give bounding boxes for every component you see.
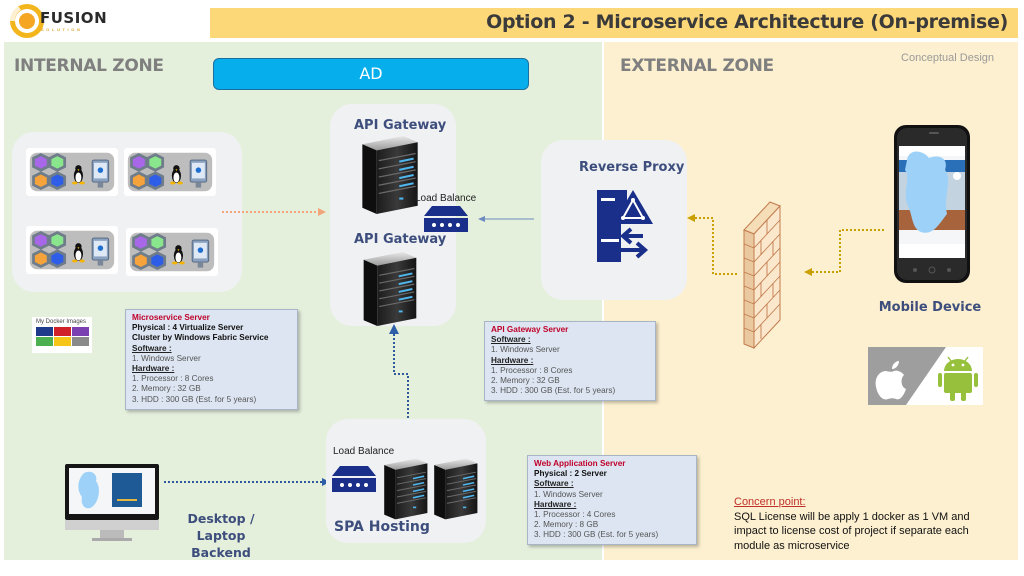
card-title: API Gateway Server — [491, 325, 569, 334]
gateway-load-balancer-icon[interactable] — [424, 206, 468, 232]
docker-node-icon — [126, 150, 214, 194]
platform-badges — [868, 347, 983, 405]
docker-node[interactable] — [26, 148, 118, 196]
docker-image-swatch — [72, 327, 89, 336]
docker-to-gateway-arrow — [222, 208, 326, 216]
software-item: 1. Windows Server — [534, 489, 603, 499]
concern-text: SQL License will be apply 1 docker as 1 … — [734, 510, 970, 552]
firewall-to-proxy-arrow — [687, 214, 737, 275]
api-gateway-2-server-icon[interactable] — [358, 250, 420, 328]
internal-zone-label: INTERNAL ZONE — [14, 56, 164, 76]
software-heading: Software : — [491, 335, 531, 345]
reverse-proxy-icon[interactable] — [593, 184, 655, 264]
spa-load-balancer-icon[interactable] — [332, 466, 376, 492]
docker-image-swatch — [36, 337, 53, 346]
hardware-item: 2. Memory : 8 GB — [534, 520, 599, 530]
card-line: Physical : 4 Virtualize Server — [132, 323, 244, 333]
hardware-item: 3. HDD : 300 GB (Est. for 5 years) — [132, 394, 257, 404]
desktop-label-line1: Desktop / Laptop — [187, 511, 255, 543]
docker-node[interactable] — [126, 228, 218, 276]
logo-subtext: SOLUTION — [41, 27, 83, 32]
card-title: Microservice Server — [132, 313, 210, 322]
software-item: 1. Windows Server — [491, 345, 560, 355]
desktop-label: Desktop / Laptop Backend — [166, 510, 276, 561]
mobile-device-label: Mobile Device — [878, 300, 982, 315]
software-item: 1. Windows Server — [132, 353, 201, 363]
docker-node-icon — [28, 150, 116, 194]
external-zone-label: EXTERNAL ZONE — [620, 56, 774, 76]
docker-images-legend: My Docker Images — [32, 317, 92, 353]
logo-text: FUSION — [40, 9, 108, 27]
ad-bar[interactable]: AD — [213, 58, 529, 90]
docker-image-swatch — [72, 337, 89, 346]
concern-note: Concern point: SQL License will be apply… — [734, 495, 1004, 553]
hardware-item: 3. HDD : 300 GB (Est. for 5 years) — [534, 530, 659, 540]
docker-image-swatch — [54, 327, 71, 336]
software-heading: Software : — [534, 479, 574, 489]
desktop-monitor-icon[interactable] — [64, 463, 160, 543]
docker-swatches — [32, 325, 92, 348]
spa-hosting-label: SPA Hosting — [334, 519, 430, 535]
docker-node-icon — [28, 228, 116, 272]
card-title: Web Application Server — [534, 459, 626, 468]
title-bar: Option 2 - Microservice Architecture (On… — [210, 8, 1018, 38]
docker-image-swatch — [54, 337, 71, 346]
hardware-item: 1. Processor : 8 Cores — [491, 365, 573, 375]
docker-node[interactable] — [124, 148, 216, 196]
api-gateway-1-server-icon[interactable] — [358, 134, 420, 216]
spa-server-2-icon[interactable] — [430, 457, 480, 521]
docker-node[interactable] — [26, 226, 118, 274]
reverse-proxy-panel[interactable]: Reverse Proxy — [541, 140, 687, 300]
docker-cluster-panel[interactable] — [12, 132, 242, 292]
reverse-proxy-label: Reverse Proxy — [579, 160, 685, 175]
mobile-to-firewall-arrow — [804, 229, 884, 276]
firewall-icon — [743, 201, 781, 350]
apple-icon — [875, 361, 906, 400]
docker-image-swatch — [36, 327, 53, 336]
hardware-item: 3. HDD : 300 GB (Est. for 5 years) — [491, 386, 616, 396]
hardware-item: 2. Memory : 32 GB — [491, 376, 560, 386]
hardware-heading: Hardware : — [132, 364, 175, 374]
gateway-load-balance-label: Load Balance — [415, 193, 477, 204]
android-icon — [938, 356, 978, 401]
concern-title: Concern point: — [734, 496, 806, 508]
desktop-label-line2: Backend — [191, 545, 251, 560]
spa-hosting-panel[interactable]: Load Balance SPA Hosting — [326, 419, 486, 543]
proxy-to-gateway-arrow — [478, 216, 534, 222]
platform-badges-graphic — [868, 347, 978, 405]
api-gateway-2-label: API Gateway — [354, 232, 447, 247]
fusion-logo — [9, 4, 44, 38]
api-gateway-server-card: API Gateway Server Software : 1. Windows… — [484, 321, 656, 401]
docker-images-label: My Docker Images — [36, 319, 87, 325]
api-gateway-1-label: API Gateway — [354, 118, 447, 133]
web-application-server-card: Web Application Server Physical : 2 Serv… — [527, 455, 697, 545]
card-line: Physical : 2 Server — [534, 469, 607, 479]
spa-to-gateway-arrow — [389, 324, 409, 426]
desktop-to-spa-arrow — [164, 478, 330, 486]
microservice-server-card: Microservice Server Physical : 4 Virtual… — [125, 309, 298, 410]
page-title: Option 2 - Microservice Architecture (On… — [486, 11, 1008, 33]
hardware-item: 2. Memory : 32 GB — [132, 384, 201, 394]
hardware-heading: Hardware : — [534, 499, 577, 509]
card-line: Cluster by Windows Fabric Service — [132, 333, 269, 343]
conceptual-design-note: Conceptual Design — [901, 52, 994, 64]
software-heading: Software : — [132, 343, 172, 353]
spa-load-balance-label: Load Balance — [333, 446, 395, 457]
spa-server-1-icon[interactable] — [380, 457, 430, 521]
hardware-item: 1. Processor : 8 Cores — [132, 374, 214, 384]
hardware-heading: Hardware : — [491, 355, 534, 365]
hardware-item: 1. Processor : 4 Cores — [534, 510, 616, 520]
mobile-phone-icon[interactable] — [893, 124, 971, 284]
docker-node-icon — [128, 230, 216, 274]
